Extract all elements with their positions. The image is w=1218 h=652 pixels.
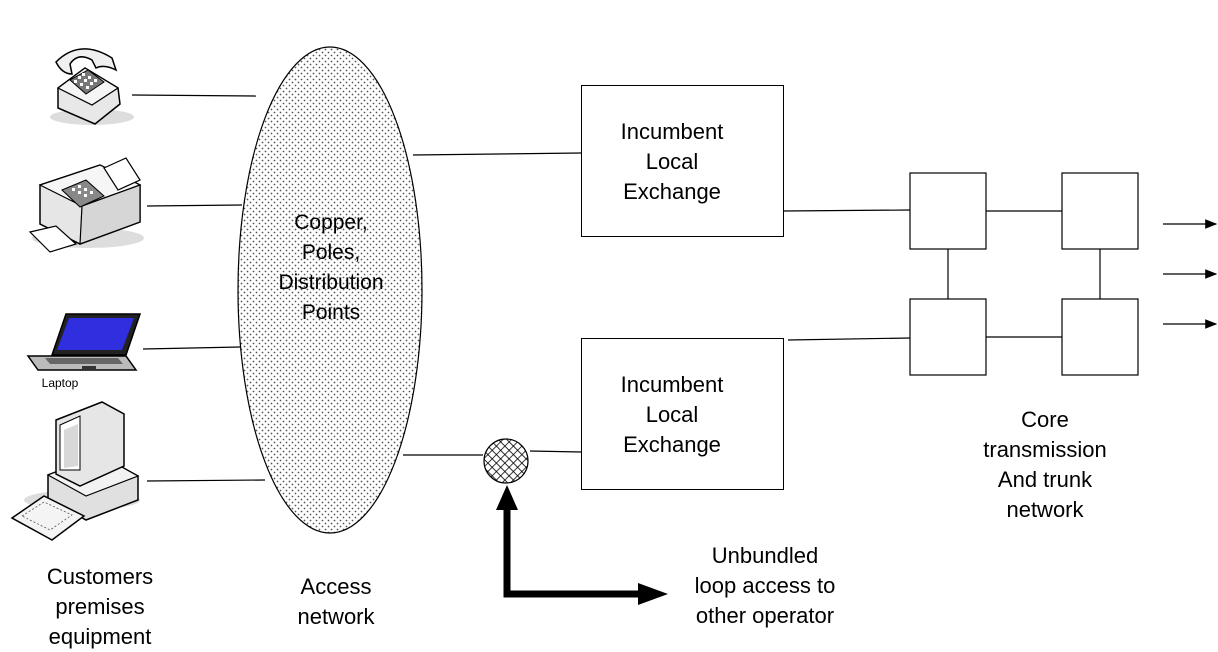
exchange-box [581,85,784,237]
fax-link [146,204,243,207]
desktop-computer-icon [10,401,140,541]
access-cloud-label: Copper, Poles, Distribution Points [278,211,384,324]
exchange-2-to-core-link [787,337,911,341]
unbundled-caption: Unbundled loop access to other operator [694,543,836,628]
exchange-2-label: Incumbent Local Exchange [620,372,724,457]
access-network-cloud [237,46,423,534]
laptop-link [142,346,241,350]
exchange-1-to-core-link [782,209,911,212]
fax-machine-icon [28,157,144,253]
cloud-to-exchange-1-link [412,152,582,156]
desktop-link [146,479,266,482]
customers-caption: Customers premises equipment [46,564,154,649]
unbundling-point [483,438,529,484]
core-node [1061,172,1139,250]
access-caption: Access network [297,574,375,629]
unbundled-access-arrow [496,485,668,605]
laptop-icon [26,313,142,371]
exchange-box [581,338,784,490]
core-node [909,298,987,376]
telephone-icon [50,48,134,125]
splitter-to-exchange-2-link [529,450,582,453]
core-caption: Core transmission And trunk network [983,407,1107,522]
laptop-caption: Laptop [41,376,79,390]
phone-link [131,94,257,97]
core-node [909,172,987,250]
exchange-1-label: Incumbent Local Exchange [620,119,724,204]
core-node [1061,298,1139,376]
